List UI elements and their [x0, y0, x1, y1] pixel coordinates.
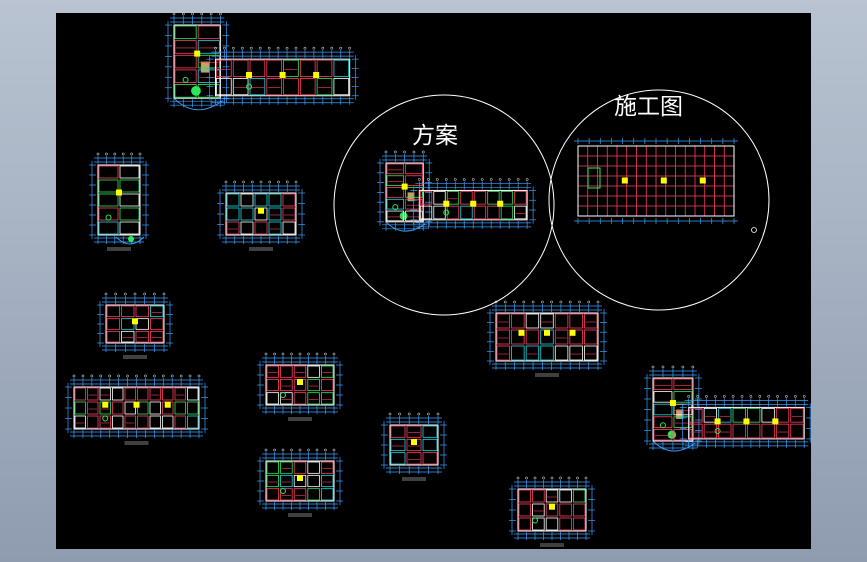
plan-top-left-body — [206, 46, 359, 105]
plan-right-body — [679, 395, 811, 448]
plan-small-left — [97, 292, 173, 359]
plan-left-vertical — [89, 152, 149, 251]
plan-mid-a — [257, 352, 343, 421]
scheme-label: 方案 — [412, 123, 458, 149]
plan-mid-b — [257, 448, 343, 517]
plan-wide-bottom-left — [65, 374, 208, 445]
plan-bottom-right — [509, 476, 595, 547]
plan-scheme-body — [410, 178, 537, 229]
construction-label: 施工图 — [614, 94, 683, 120]
plan-mid-left — [217, 180, 305, 251]
floor-plan-drawings — [65, 13, 811, 547]
plan-construction — [574, 138, 757, 233]
plan-center-right — [487, 300, 607, 377]
construction-circle — [548, 89, 770, 311]
plan-center-bottom — [381, 412, 447, 481]
plan-scheme-wing — [377, 150, 433, 231]
scheme-circle — [333, 94, 555, 316]
cad-drawing-canvas[interactable]: 方案 施工图 — [56, 13, 811, 549]
